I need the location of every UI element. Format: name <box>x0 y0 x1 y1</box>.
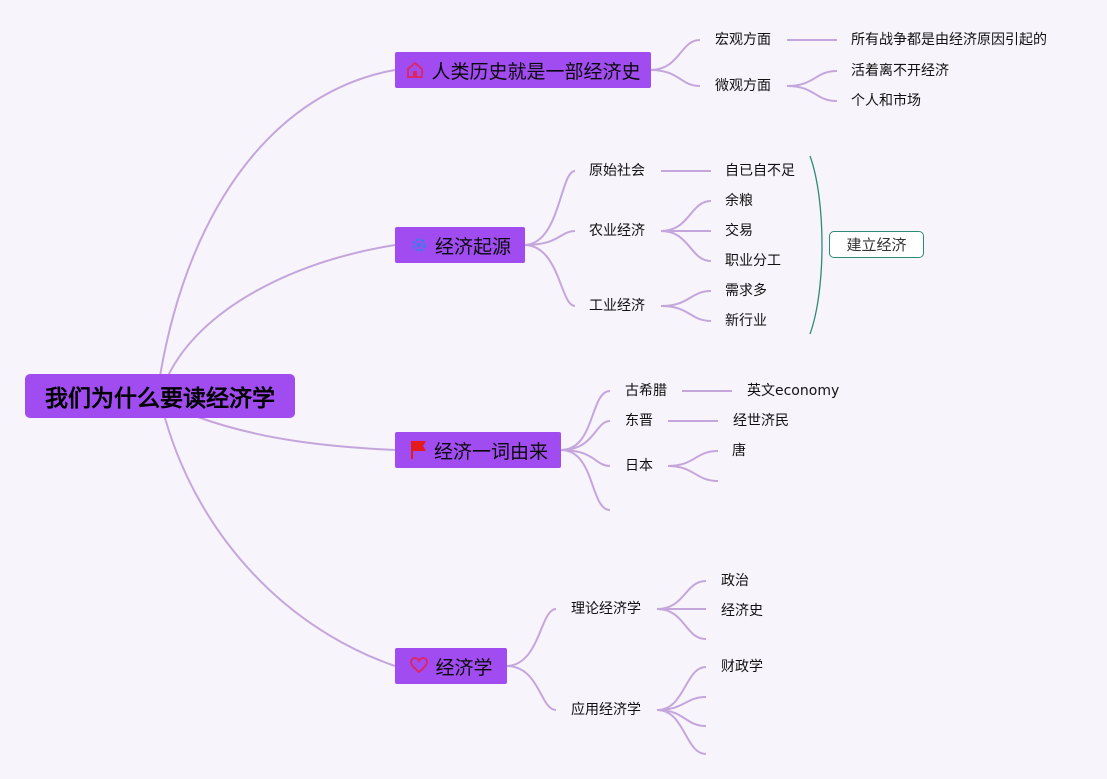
topic-word-origin-label: 经济一词由来 <box>433 440 548 463</box>
link-root-econ <box>164 417 396 667</box>
flag-icon <box>408 440 428 460</box>
node-japan[interactable]: 日本 <box>625 458 653 474</box>
node-micro-item-1[interactable]: 活着离不开经济 <box>851 63 949 79</box>
node-theory[interactable]: 理论经济学 <box>571 601 641 617</box>
node-japan-detail[interactable]: 唐 <box>732 443 746 459</box>
node-primitive[interactable]: 原始社会 <box>589 163 645 179</box>
house-icon <box>405 60 425 80</box>
link-root-origin <box>167 244 396 377</box>
node-micro-item-2[interactable]: 个人和市场 <box>851 93 921 109</box>
topic-economics-label: 经济学 <box>435 656 493 679</box>
gear-icon <box>409 235 429 255</box>
link-root-history <box>159 69 396 377</box>
topic-origin[interactable]: 经济起源 <box>395 227 525 263</box>
node-agri[interactable]: 农业经济 <box>589 223 645 239</box>
summary-node[interactable]: 建立经济 <box>829 231 924 258</box>
node-industrial-item-2[interactable]: 新行业 <box>725 313 767 329</box>
node-micro[interactable]: 微观方面 <box>715 78 771 94</box>
node-dongjin[interactable]: 东晋 <box>625 413 653 429</box>
node-greece-detail[interactable]: 英文economy <box>747 383 840 399</box>
topic-history-label: 人类历史就是一部经济史 <box>431 60 641 83</box>
heart-icon <box>409 656 429 676</box>
node-greece[interactable]: 古希腊 <box>625 383 667 399</box>
topic-history[interactable]: 人类历史就是一部经济史 <box>395 52 651 88</box>
link-root-word <box>194 415 396 451</box>
central-topic[interactable]: 我们为什么要读经济学 <box>25 374 295 418</box>
node-macro[interactable]: 宏观方面 <box>715 32 771 48</box>
node-agri-item-3[interactable]: 职业分工 <box>725 253 781 269</box>
node-industrial-item-1[interactable]: 需求多 <box>725 283 767 299</box>
summary-bracket <box>809 155 823 335</box>
node-theory-item-1[interactable]: 政治 <box>721 573 749 589</box>
node-agri-item-1[interactable]: 余粮 <box>725 193 753 209</box>
node-macro-detail[interactable]: 所有战争都是由经济原因引起的 <box>851 32 1047 48</box>
node-applied-item-1[interactable]: 财政学 <box>721 659 763 675</box>
topic-word-origin[interactable]: 经济一词由来 <box>395 432 561 468</box>
topic-economics[interactable]: 经济学 <box>395 648 507 684</box>
node-theory-item-2[interactable]: 经济史 <box>721 603 763 619</box>
node-applied[interactable]: 应用经济学 <box>571 702 641 718</box>
node-primitive-detail[interactable]: 自已自不足 <box>725 163 795 179</box>
node-industrial[interactable]: 工业经济 <box>589 298 645 314</box>
node-dongjin-detail[interactable]: 经世济民 <box>733 413 789 429</box>
topic-origin-label: 经济起源 <box>434 235 511 258</box>
node-agri-item-2[interactable]: 交易 <box>725 223 753 239</box>
